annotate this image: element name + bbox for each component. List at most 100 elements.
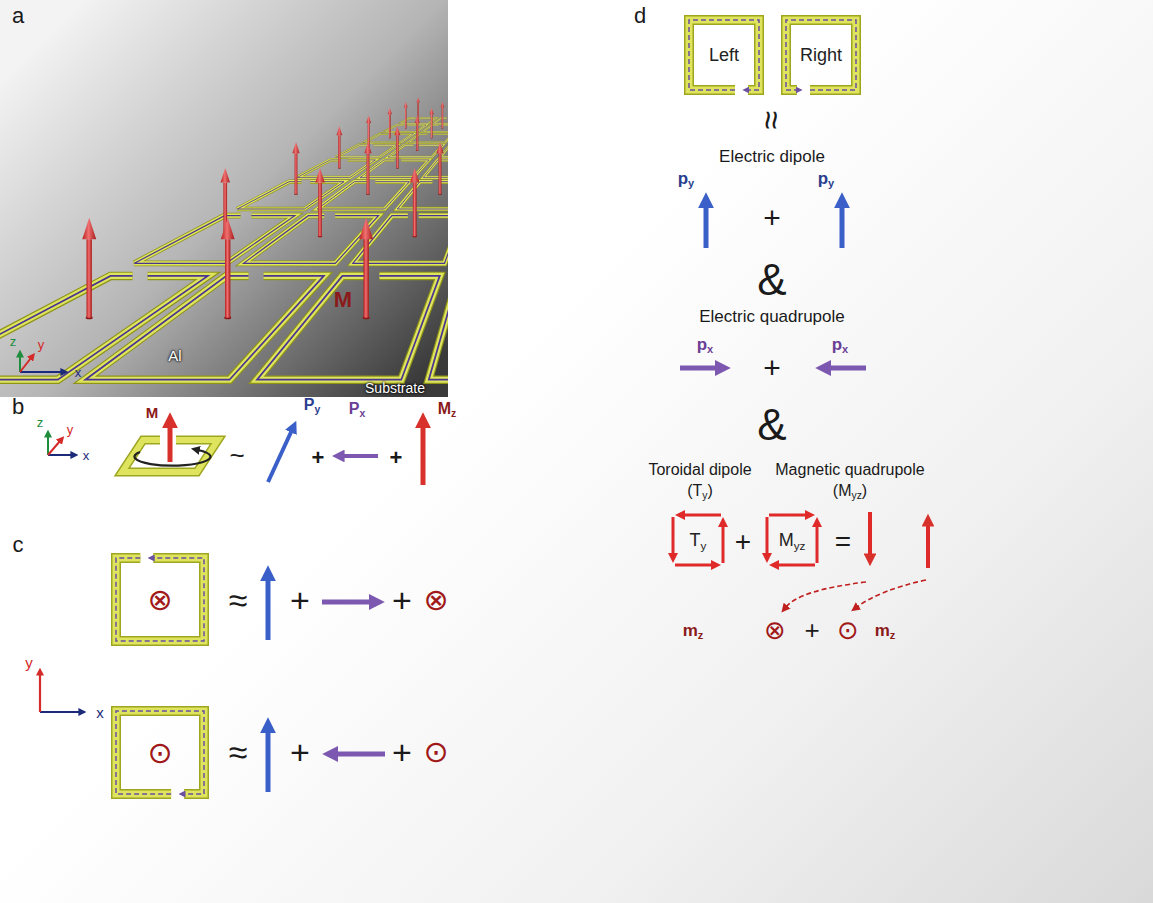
- figure-label: Px: [349, 401, 365, 417]
- figure-label: mz: [875, 622, 896, 639]
- axes-a: [20, 356, 62, 372]
- dipole-arrow: [322, 600, 372, 605]
- split-ring-resonator: Right: [780, 14, 862, 96]
- figure-label: x: [96, 705, 104, 720]
- figure-label: +: [763, 203, 781, 233]
- node-text: Ty: [690, 531, 707, 549]
- figure-label: ≈: [229, 583, 248, 617]
- subscript: y: [314, 404, 320, 415]
- figure-label: b: [12, 396, 24, 418]
- dipole-arrow: [335, 752, 385, 757]
- subscript: y: [688, 177, 694, 189]
- figure-label: ⊗: [764, 617, 786, 643]
- figure-label: +: [392, 583, 412, 617]
- figure-label: (Ty): [687, 483, 713, 499]
- figure-label: ⊙: [837, 617, 859, 643]
- figure-label: M: [146, 405, 159, 420]
- split-ring-resonator: ⊙: [110, 705, 210, 800]
- node-text: Myz: [779, 531, 806, 549]
- figure-label: ~: [229, 442, 244, 468]
- subscript: yz: [794, 539, 806, 552]
- figure-label: c: [13, 534, 24, 556]
- subscript: z: [698, 629, 704, 641]
- dashed-leader: [786, 582, 866, 607]
- split-ring-resonator: ⊗: [110, 552, 210, 647]
- dipole-arrow: [828, 366, 866, 371]
- figure-label: +: [735, 528, 751, 556]
- figure-label: x: [83, 449, 90, 462]
- subscript: x: [842, 343, 848, 355]
- dipole-arrow: [268, 430, 292, 482]
- dipole-arrow: [704, 205, 709, 248]
- split-ring-b: [122, 425, 218, 492]
- figure-label: Mz: [438, 401, 457, 417]
- figure-label: +: [804, 617, 819, 643]
- magnetic-arrow: [421, 425, 426, 485]
- axes-c: [40, 674, 80, 712]
- figure-label: M: [334, 289, 352, 311]
- figure-label: +: [290, 583, 310, 617]
- metamaterial-array: [0, 97, 448, 379]
- figure-label: +: [290, 735, 310, 769]
- figure-label: Py: [304, 397, 320, 413]
- figure-label: +: [390, 447, 403, 469]
- subscript: y: [828, 177, 834, 189]
- figure-label: px: [697, 336, 714, 353]
- figure-label: py: [818, 170, 835, 187]
- figure-label: Electric dipole: [719, 148, 825, 165]
- current-loop: Ty: [668, 510, 728, 570]
- figure-label: =: [835, 528, 851, 556]
- figure-label: (Myz): [833, 483, 867, 499]
- magnetic-arrow: [868, 512, 872, 556]
- figure-label: y: [38, 338, 45, 351]
- figure-label: +: [312, 447, 325, 469]
- node-text: ⊗: [147, 585, 172, 615]
- figure-label: mz: [683, 622, 704, 639]
- figure-label: x: [75, 366, 82, 379]
- figure-label: y: [25, 655, 33, 670]
- figure-label: +: [392, 735, 412, 769]
- figure-label: a: [12, 5, 24, 27]
- subscript: x: [359, 408, 365, 419]
- figure-label: ≈: [229, 735, 248, 769]
- node-text: Left: [709, 46, 739, 64]
- figure-label: ⊗: [423, 585, 448, 615]
- figure-label: py: [678, 170, 695, 187]
- subscript: y: [702, 490, 707, 501]
- figure-label: d: [634, 5, 646, 27]
- current-loop: Myz: [762, 510, 822, 570]
- subscript: y: [701, 539, 707, 552]
- figure-label: z: [37, 416, 44, 429]
- node-text: Right: [800, 46, 842, 64]
- figure-label: y: [67, 423, 74, 436]
- magnetic-arrow: [926, 524, 930, 568]
- node-text: ⊙: [147, 738, 172, 768]
- figure-label: Substrate: [365, 381, 425, 395]
- dipole-arrow: [266, 730, 271, 792]
- subscript: yz: [851, 490, 861, 501]
- dipole-arrow: [840, 205, 845, 248]
- subscript: z: [890, 629, 896, 641]
- dashed-leader: [857, 580, 926, 607]
- split-ring-resonator: Left: [683, 14, 765, 96]
- figure-label: Electric quadrupole: [699, 308, 845, 325]
- figure-label: Toroidal dipole: [648, 462, 751, 478]
- figure-label: Al: [168, 348, 181, 363]
- dipole-arrow: [680, 366, 718, 371]
- figure-label: Magnetic quadrupole: [775, 462, 924, 478]
- substrate-ground: [0, 0, 448, 397]
- figure-label: ≈: [755, 111, 789, 130]
- subscript: z: [451, 408, 456, 419]
- figure-label: z: [10, 335, 17, 348]
- dipole-arrow: [266, 578, 271, 640]
- axes-b: [48, 436, 72, 455]
- figure-label: &: [757, 403, 786, 447]
- figure-label: &: [757, 258, 786, 302]
- figure-label: px: [832, 336, 849, 353]
- figure-label: ⊙: [423, 737, 448, 767]
- dipole-arrow: [342, 454, 378, 458]
- figure-label: +: [763, 353, 781, 383]
- subscript: x: [707, 343, 713, 355]
